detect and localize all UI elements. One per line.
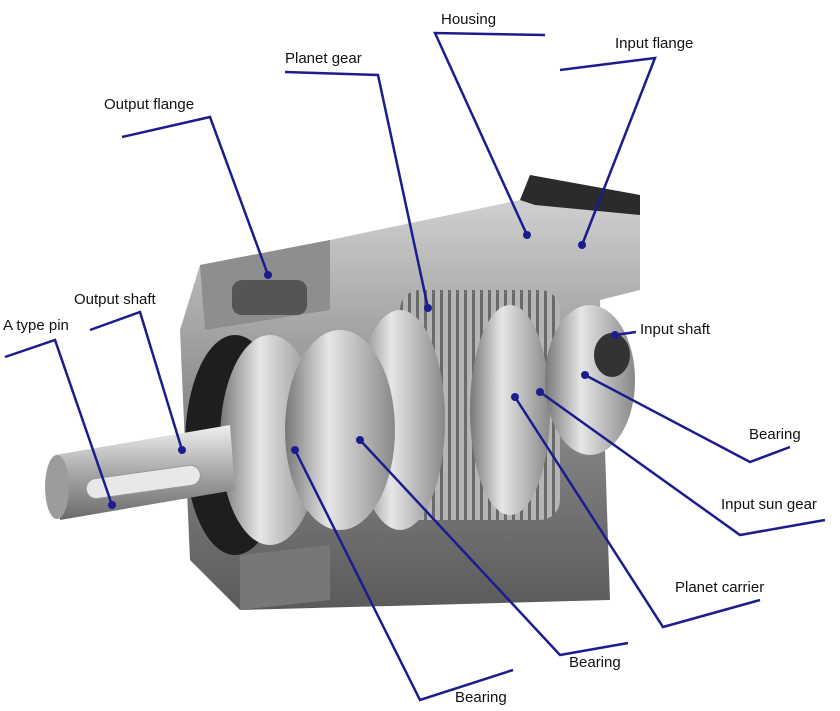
label-housing: Housing <box>441 11 497 28</box>
leader-bearing-right <box>584 373 791 464</box>
leader-planet-carrier <box>513 396 761 629</box>
leader-output-flange <box>121 115 270 276</box>
label-output-flange: Output flange <box>104 96 195 113</box>
label-planet-gear: Planet gear <box>285 50 362 67</box>
label-input-shaft: Input shaft <box>640 321 711 338</box>
leader-lines <box>4 31 826 702</box>
label-input-sun-gear: Input sun gear <box>721 496 817 513</box>
leader-input-sun-gear <box>539 390 826 537</box>
label-bearing-middle: Bearing <box>569 654 621 671</box>
leader-a-type-pin <box>4 338 114 506</box>
leader-input-flange <box>559 56 657 246</box>
leader-housing <box>433 31 546 236</box>
leader-bearing-middle <box>359 439 629 657</box>
leader-dots <box>108 231 619 509</box>
label-input-flange: Input flange <box>615 35 694 52</box>
label-bearing-right: Bearing <box>749 426 801 443</box>
bearings-shape <box>185 330 395 555</box>
label-planet-carrier: Planet carrier <box>675 579 765 596</box>
leader-bearing-bottom <box>293 449 514 702</box>
label-a-type-pin: A type pin <box>3 317 69 334</box>
label-bearing-bottom: Bearing <box>455 689 507 706</box>
output-shaft-shape <box>45 425 235 520</box>
leader-planet-gear <box>284 70 430 309</box>
leader-output-shaft <box>89 310 184 451</box>
label-output-shaft: Output shaft <box>74 291 156 308</box>
